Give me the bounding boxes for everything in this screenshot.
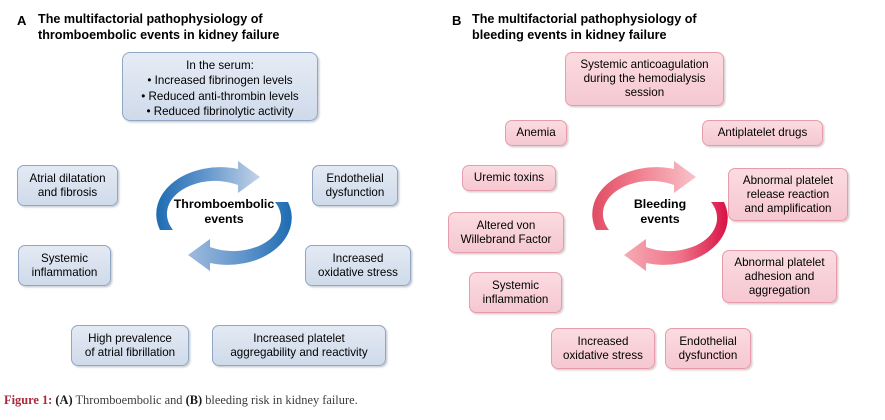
figure-caption-mid: Thromboembolic and xyxy=(72,393,186,407)
panel-a-cycle-label: Thromboembolic events xyxy=(173,197,275,226)
node-increased-oxidative-stress: Increased oxidative stress xyxy=(305,245,411,286)
node-abnormal-platelet-adhesion-and-aggregation: Abnormal platelet adhesion and aggregati… xyxy=(722,250,837,303)
node-increased-platelet-aggregability-and-reactivity: Increased platelet aggregability and rea… xyxy=(212,325,386,366)
figure-caption-label: Figure 1: xyxy=(4,393,53,407)
figure-caption: Figure 1: (A) Thromboembolic and (B) ble… xyxy=(4,392,864,408)
node-systemic-inflammation-b: Systemic inflammation xyxy=(469,272,562,313)
node-altered-von-willebrand-factor: Altered von Willebrand Factor xyxy=(448,212,564,253)
panel-a-serum-box: In the serum: • Increased fibrinogen lev… xyxy=(122,52,318,121)
figure-caption-a-tag: (A) xyxy=(55,393,73,407)
panel-b-title: The multifactorial pathophysiology of bl… xyxy=(472,12,697,42)
node-uremic-toxins: Uremic toxins xyxy=(462,165,556,191)
figure-caption-b-tag: (B) xyxy=(185,393,203,407)
panel-a-cycle-arrow xyxy=(152,160,296,272)
node-abnormal-platelet-release-reaction-and-amplification: Abnormal platelet release reaction and a… xyxy=(728,168,848,221)
node-high-prevalence-of-atrial-fibrillation: High prevalence of atrial fibrillation xyxy=(71,325,189,366)
panel-a-title: The multifactorial pathophysiology of th… xyxy=(38,12,280,42)
node-systemic-anticoagulation-during-hemodialysis: Systemic anticoagulation during the hemo… xyxy=(565,52,724,106)
node-increased-oxidative-stress-b: Increased oxidative stress xyxy=(551,328,655,369)
panel-b-letter: B xyxy=(452,13,462,28)
node-antiplatelet-drugs: Antiplatelet drugs xyxy=(702,120,823,146)
panel-b-cycle-arrow xyxy=(588,160,732,272)
node-endothelial-dysfunction-b: Endothelial dysfunction xyxy=(665,328,751,369)
panel-a-letter: A xyxy=(17,13,27,28)
node-systemic-inflammation: Systemic inflammation xyxy=(18,245,111,286)
node-anemia: Anemia xyxy=(505,120,567,146)
node-endothelial-dysfunction: Endothelial dysfunction xyxy=(312,165,398,206)
figure-caption-end: bleeding risk in kidney failure. xyxy=(202,393,358,407)
panel-b-cycle-label: Bleeding events xyxy=(633,197,687,226)
node-atrial-dilatation-and-fibrosis: Atrial dilatation and fibrosis xyxy=(17,165,118,206)
